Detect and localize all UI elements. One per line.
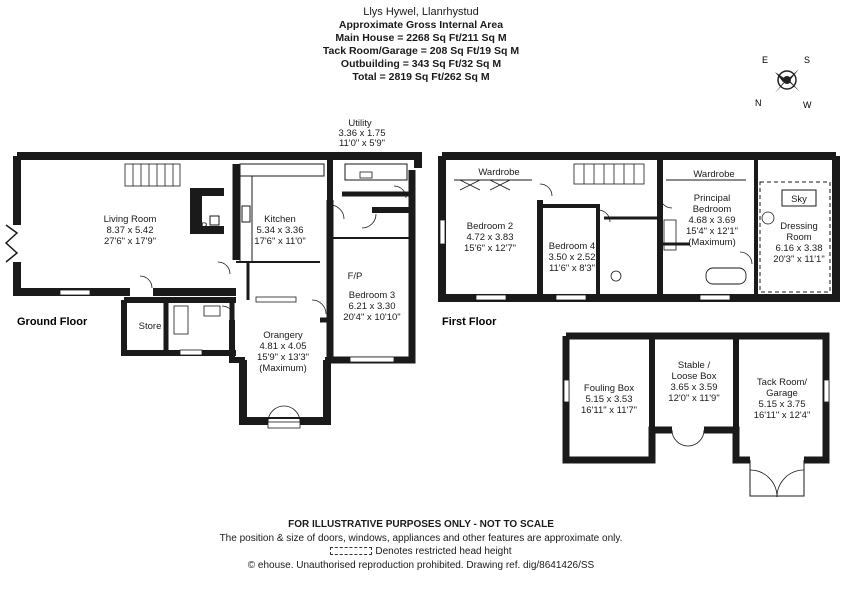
ground-floor-label: Ground Floor xyxy=(17,316,88,328)
principal-metric: 4.68 x 3.69 xyxy=(688,215,735,226)
compass-icon: E S N W xyxy=(755,55,812,110)
dressing-line1: Dressing xyxy=(780,221,818,232)
first-floor-label: First Floor xyxy=(442,316,497,328)
property-title: Llys Hywel, Llanrhystud xyxy=(363,6,479,18)
area-total: Total = 2819 Sq Ft/262 Sq M xyxy=(352,71,490,83)
utility-name: Utility xyxy=(348,118,371,129)
bedroom4-metric: 3.50 x 2.52 xyxy=(548,252,595,263)
bedroom3-imperial: 20'4" x 10'10" xyxy=(343,312,400,323)
dashed-key-icon xyxy=(330,547,373,556)
utility-metric: 3.36 x 1.75 xyxy=(338,128,385,139)
living-imperial: 27'6" x 17'9" xyxy=(104,236,156,247)
compass-n: N xyxy=(755,98,762,108)
orangery-metric: 4.81 x 4.05 xyxy=(259,341,306,352)
area-heading: Approximate Gross Internal Area xyxy=(338,19,504,31)
store-label: Store xyxy=(139,321,162,332)
stable-line2: Loose Box xyxy=(672,371,717,382)
stable-imperial: 12'0" x 11'9" xyxy=(668,393,719,404)
area-tack-room: Tack Room/Garage = 208 Sq Ft/19 Sq M xyxy=(322,45,520,57)
copyright-text: © ehouse. Unauthorised reproduction proh… xyxy=(247,559,595,571)
bedroom2-metric: 4.72 x 3.83 xyxy=(466,232,513,243)
compass-w: W xyxy=(803,100,812,110)
bedroom2-imperial: 15'6" x 12'7" xyxy=(464,243,516,254)
plan-header: Llys Hywel, Llanrhystud Approximate Gros… xyxy=(0,6,842,84)
ground-floor-plan xyxy=(4,152,422,429)
living-name: Living Room xyxy=(104,214,157,225)
fouling-name: Fouling Box xyxy=(584,383,634,394)
fp1-label: F/P xyxy=(193,221,208,232)
sky-label: Sky xyxy=(791,194,807,205)
stable-metric: 3.65 x 3.59 xyxy=(670,382,717,393)
room-labels: Utility 3.36 x 1.75 11'0" x 5'9" Living … xyxy=(104,118,825,421)
living-metric: 8.37 x 5.42 xyxy=(106,225,153,236)
tack-imperial: 16'11" x 12'4" xyxy=(754,410,811,421)
fouling-imperial: 16'11" x 11'7" xyxy=(581,405,637,416)
area-main-house: Main House = 2268 Sq Ft/211 Sq M xyxy=(335,32,507,44)
tack-metric: 5.15 x 3.75 xyxy=(758,399,805,410)
principal-line2: Bedroom xyxy=(693,204,732,215)
dressing-line2: Room xyxy=(786,232,811,243)
head-height-key: Denotes restricted head height xyxy=(0,545,842,559)
utility-imperial: 11'0" x 5'9" xyxy=(339,138,385,149)
bedroom4-imperial: 11'6" x 8'3" xyxy=(549,263,595,274)
principal-note: (Maximum) xyxy=(688,237,736,248)
not-to-scale-notice: FOR ILLUSTRATIVE PURPOSES ONLY - NOT TO … xyxy=(288,519,554,530)
stable-line1: Stable / xyxy=(678,360,711,371)
wardrobe2-label: Wardrobe xyxy=(693,169,734,180)
dressing-metric: 6.16 x 3.38 xyxy=(775,243,822,254)
fouling-metric: 5.15 x 3.53 xyxy=(585,394,632,405)
kitchen-metric: 5.34 x 3.36 xyxy=(256,225,303,236)
principal-imperial: 15'4" x 12'1" xyxy=(686,226,738,237)
orangery-note: (Maximum) xyxy=(259,363,307,374)
tack-line2: Garage xyxy=(766,388,798,399)
compass-s: S xyxy=(804,55,810,65)
wardrobe1-label: Wardrobe xyxy=(478,167,519,178)
compass-e: E xyxy=(762,55,768,65)
tack-line1: Tack Room/ xyxy=(757,377,808,388)
bedroom3-name: Bedroom 3 xyxy=(349,290,395,301)
area-outbuilding: Outbuilding = 343 Sq Ft/32 Sq M xyxy=(340,58,502,70)
disclaimer-text: The position & size of doors, windows, a… xyxy=(219,532,623,544)
fp2-label: F/P xyxy=(348,271,363,282)
bedroom2-name: Bedroom 2 xyxy=(467,221,513,232)
bedroom3-metric: 6.21 x 3.30 xyxy=(348,301,395,312)
orangery-name: Orangery xyxy=(263,330,303,341)
principal-line1: Principal xyxy=(694,193,730,204)
orangery-imperial: 15'9" x 13'3" xyxy=(257,352,309,363)
outbuilding-plan xyxy=(562,332,830,498)
head-height-key-text: Denotes restricted head height xyxy=(375,546,512,557)
plan-footer: FOR ILLUSTRATIVE PURPOSES ONLY - NOT TO … xyxy=(0,518,842,572)
first-floor-plan xyxy=(438,152,840,302)
dressing-imperial: 20'3" x 11'1" xyxy=(773,254,824,265)
bedroom4-name: Bedroom 4 xyxy=(549,241,595,252)
kitchen-name: Kitchen xyxy=(264,214,296,225)
kitchen-imperial: 17'6" x 11'0" xyxy=(254,236,305,247)
